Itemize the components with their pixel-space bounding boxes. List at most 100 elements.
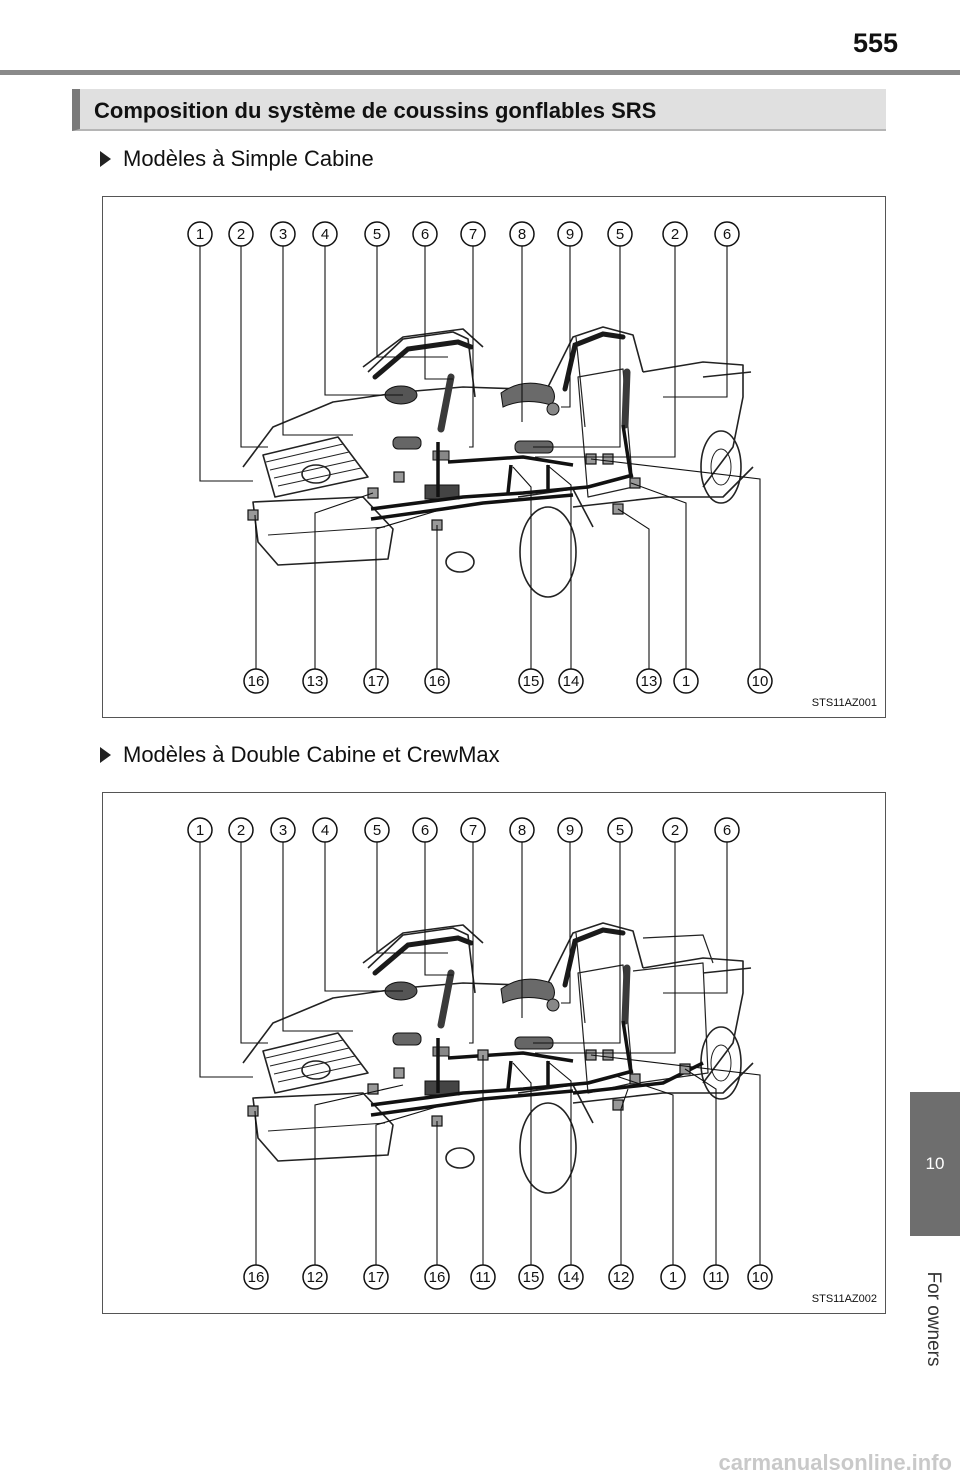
callout-number: 1 bbox=[196, 822, 204, 839]
leader-line bbox=[324, 246, 403, 396]
callout-top: 5 bbox=[364, 221, 390, 247]
callout-number: 17 bbox=[368, 673, 385, 690]
leader-line bbox=[546, 464, 572, 669]
wiring-harness bbox=[621, 424, 633, 478]
leader-line bbox=[512, 466, 532, 669]
callout-bottom: 15 bbox=[518, 668, 544, 694]
leader-line bbox=[375, 508, 444, 669]
callout-number: 1 bbox=[669, 1269, 677, 1286]
callout-bottom: 16 bbox=[243, 668, 269, 694]
callout-top: 8 bbox=[509, 221, 535, 247]
leader-line bbox=[612, 1074, 674, 1265]
figure-2-label-text: Modèles à Double Cabine et CrewMax bbox=[123, 742, 500, 767]
wiring-harness bbox=[370, 493, 574, 521]
section-title: Composition du système de coussins gonfl… bbox=[94, 98, 657, 123]
leader-line bbox=[533, 246, 621, 448]
leader-line bbox=[620, 1088, 629, 1265]
callout-number: 7 bbox=[469, 822, 477, 839]
leader-line bbox=[535, 246, 676, 458]
callout-bottom: 17 bbox=[363, 668, 389, 694]
section-header: Composition du système de coussins gonfl… bbox=[72, 89, 886, 131]
callout-bottom: 1 bbox=[673, 668, 699, 694]
callout-top: 6 bbox=[412, 817, 438, 843]
wiring-harness bbox=[370, 1089, 574, 1117]
callout-top: 6 bbox=[714, 817, 740, 843]
leader-line bbox=[590, 1054, 761, 1265]
callout-top: 4 bbox=[312, 221, 338, 247]
callout-top: 5 bbox=[607, 817, 633, 843]
airbag-system bbox=[247, 331, 641, 531]
passenger-airbag bbox=[500, 382, 555, 408]
wiring-harness bbox=[370, 1069, 634, 1107]
callout-bottom: 13 bbox=[302, 668, 328, 694]
leader-line bbox=[254, 1110, 257, 1265]
callout-number: 14 bbox=[563, 1269, 580, 1286]
leader-line bbox=[512, 1062, 532, 1265]
callout-number: 2 bbox=[671, 822, 679, 839]
curtain-airbag bbox=[372, 935, 474, 976]
callout-number: 15 bbox=[523, 1269, 540, 1286]
callout-bottom: 13 bbox=[636, 668, 662, 694]
callout-top: 9 bbox=[557, 221, 583, 247]
leader-lines bbox=[199, 842, 761, 1265]
figure-1-label: Modèles à Simple Cabine bbox=[100, 146, 374, 172]
chapter-title-text: For owners bbox=[923, 1271, 944, 1367]
callout-number: 17 bbox=[368, 1269, 385, 1286]
wiring-harness bbox=[506, 1060, 513, 1090]
callout-top: 1 bbox=[187, 817, 213, 843]
callout-number: 16 bbox=[248, 673, 265, 690]
airbag-sensor bbox=[612, 1099, 624, 1111]
callout-bottom: 10 bbox=[747, 668, 773, 694]
leader-line bbox=[254, 514, 257, 669]
callout-top: 5 bbox=[364, 817, 390, 843]
top-rule bbox=[0, 70, 960, 75]
callout-number: 14 bbox=[563, 673, 580, 690]
leader-line bbox=[561, 246, 571, 408]
callout-number: 12 bbox=[613, 1269, 630, 1286]
leader-line bbox=[617, 508, 650, 669]
airbag-sensor bbox=[247, 1105, 259, 1117]
airbag-sensor bbox=[247, 509, 259, 521]
callout-number: 13 bbox=[641, 673, 658, 690]
leader-line bbox=[376, 842, 448, 954]
callout-bottom: 11 bbox=[470, 1264, 496, 1290]
callout-top: 2 bbox=[228, 817, 254, 843]
leader-line bbox=[282, 842, 353, 1032]
figure-2-label: Modèles à Double Cabine et CrewMax bbox=[100, 742, 500, 768]
airbag-sensor bbox=[367, 1083, 379, 1095]
callout-number: 6 bbox=[723, 822, 731, 839]
callout-number: 13 bbox=[307, 673, 324, 690]
chapter-title: For owners bbox=[906, 1244, 960, 1394]
leader-lines bbox=[199, 246, 761, 669]
leader-line bbox=[663, 246, 728, 398]
callout-top: 7 bbox=[460, 817, 486, 843]
callout-number: 9 bbox=[566, 822, 574, 839]
callout-bottom: 14 bbox=[558, 668, 584, 694]
leader-line bbox=[535, 842, 676, 1054]
chapter-number: 10 bbox=[925, 1154, 945, 1173]
callout-number: 8 bbox=[518, 822, 526, 839]
curtain-airbag bbox=[372, 339, 474, 380]
chapter-tab: 10 bbox=[910, 1092, 960, 1236]
airbag-sensor bbox=[393, 471, 405, 483]
figure-1-label-text: Modèles à Simple Cabine bbox=[123, 146, 374, 171]
leader-line bbox=[684, 1068, 717, 1265]
seat-airbag bbox=[621, 964, 631, 1025]
knee-airbag bbox=[392, 436, 422, 450]
callout-bottom: 16 bbox=[243, 1264, 269, 1290]
leader-line bbox=[533, 842, 621, 1044]
callout-bottom: 12 bbox=[608, 1264, 634, 1290]
callout-number: 8 bbox=[518, 226, 526, 243]
callout-number: 6 bbox=[421, 822, 429, 839]
leader-line bbox=[561, 842, 571, 1004]
callout-number: 4 bbox=[321, 226, 329, 243]
callout-number: 16 bbox=[429, 1269, 446, 1286]
leader-line bbox=[546, 1060, 572, 1265]
wiring-harness bbox=[506, 464, 513, 494]
leader-line bbox=[424, 842, 453, 976]
callout-bottom: 17 bbox=[363, 1264, 389, 1290]
triangle-bullet-icon bbox=[100, 151, 111, 167]
callout-number: 11 bbox=[475, 1269, 491, 1286]
